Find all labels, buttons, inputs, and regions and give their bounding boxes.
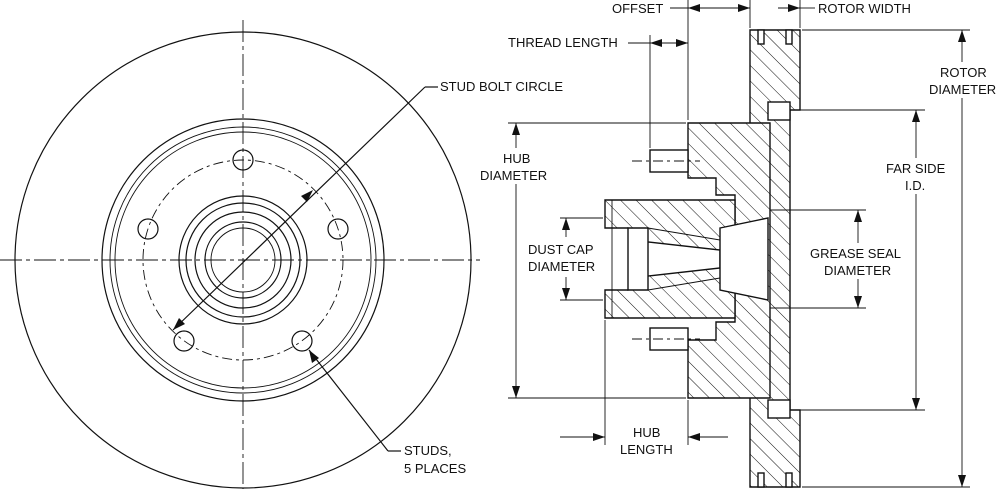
dust-cap-label-line1: DUST CAP — [528, 242, 594, 257]
label-mask — [526, 237, 606, 277]
bore-taper-top — [647, 227, 721, 241]
stud-hole-2 — [327, 218, 349, 240]
label-mask — [806, 243, 900, 279]
leader-arrow — [301, 190, 313, 202]
hub-flange-section — [687, 122, 771, 399]
hub-step-1 — [185, 202, 301, 318]
hub-length-label-line2: LENGTH — [620, 442, 673, 457]
dim-arrow — [912, 398, 920, 410]
dim-arrow — [912, 110, 920, 122]
dim-arrow — [562, 288, 570, 300]
seal-step-top — [767, 101, 791, 121]
rotor-width-label: ROTOR WIDTH — [818, 1, 911, 16]
hat-inner-ring — [114, 131, 372, 389]
stud-hole-5 — [137, 218, 159, 240]
grease-seal-label-line2: DIAMETER — [824, 263, 891, 278]
hub-body-section — [604, 199, 736, 319]
bore-taper-bottom — [647, 277, 721, 291]
leader-arrow — [309, 350, 319, 363]
hub-length-label-line1: HUB — [633, 425, 660, 440]
studs-label-line2: 5 PLACES — [404, 461, 466, 476]
stud-hole-3 — [291, 330, 313, 352]
dim-arrow — [562, 218, 570, 230]
stud-hole-4 — [173, 330, 195, 352]
vent-notch — [785, 472, 793, 488]
label-mask — [478, 148, 560, 184]
studs-leader — [308, 349, 389, 452]
hub-bore — [204, 221, 282, 299]
rotor-diameter-label-line2: DIAMETER — [929, 82, 996, 97]
far-side-label-line1: FAR SIDE — [886, 161, 946, 176]
label-mask — [880, 158, 952, 194]
dust-cap-label-line2: DIAMETER — [528, 259, 595, 274]
grease-seal-label-line1: GREASE SEAL — [810, 246, 901, 261]
hub-diameter-label-line1: HUB — [503, 151, 530, 166]
dim-arrow — [788, 4, 800, 12]
thread-length-label: THREAD LENGTH — [508, 35, 618, 50]
dim-arrow — [958, 30, 966, 42]
rotor-outer-edge — [14, 31, 472, 489]
inner-bearing-race — [719, 217, 769, 301]
dim-arrow — [676, 39, 688, 47]
hub-step-2 — [194, 211, 292, 309]
dim-arrow — [593, 433, 605, 441]
seal-step-bottom — [767, 399, 791, 419]
dim-arrow — [854, 296, 862, 308]
rotor-front-view: STUD BOLT CIRCLE STUDS, 5 PLACES — [0, 20, 563, 489]
dim-arrow — [512, 123, 520, 135]
dim-arrow — [738, 4, 750, 12]
stud-bolt-circle-leader — [172, 86, 426, 331]
hub-diameter-label-line2: DIAMETER — [480, 168, 547, 183]
dim-arrow — [688, 4, 700, 12]
label-mask — [926, 62, 1000, 98]
dim-arrow — [958, 475, 966, 487]
rotor-diameter-label-line1: ROTOR — [940, 65, 987, 80]
studs-label-line1: STUDS, — [404, 443, 452, 458]
stud-bolt-circle-label: STUD BOLT CIRCLE — [440, 79, 563, 94]
vent-notch — [785, 29, 793, 45]
dim-arrow — [688, 433, 700, 441]
leader-arrow — [173, 318, 185, 330]
dim-arrow — [512, 386, 520, 398]
offset-label: OFFSET — [612, 1, 663, 16]
rotor-cross-section: OFFSET ROTOR WIDTH THREAD LENGTH ROTOR D… — [478, 0, 1000, 488]
rotor-friction-inner-edge — [101, 118, 385, 402]
outer-bearing-race — [627, 227, 649, 291]
dim-arrow — [650, 39, 662, 47]
hat-outer-ring — [109, 126, 377, 394]
far-side-label-line2: I.D. — [905, 178, 925, 193]
hub-outer — [178, 195, 308, 325]
vent-notch — [757, 29, 765, 45]
stud-bolt-circle — [142, 159, 344, 361]
hub-bore-inner — [210, 227, 276, 293]
vent-notch — [757, 472, 765, 488]
stud-hole-1 — [232, 149, 254, 171]
dim-arrow — [854, 210, 862, 222]
